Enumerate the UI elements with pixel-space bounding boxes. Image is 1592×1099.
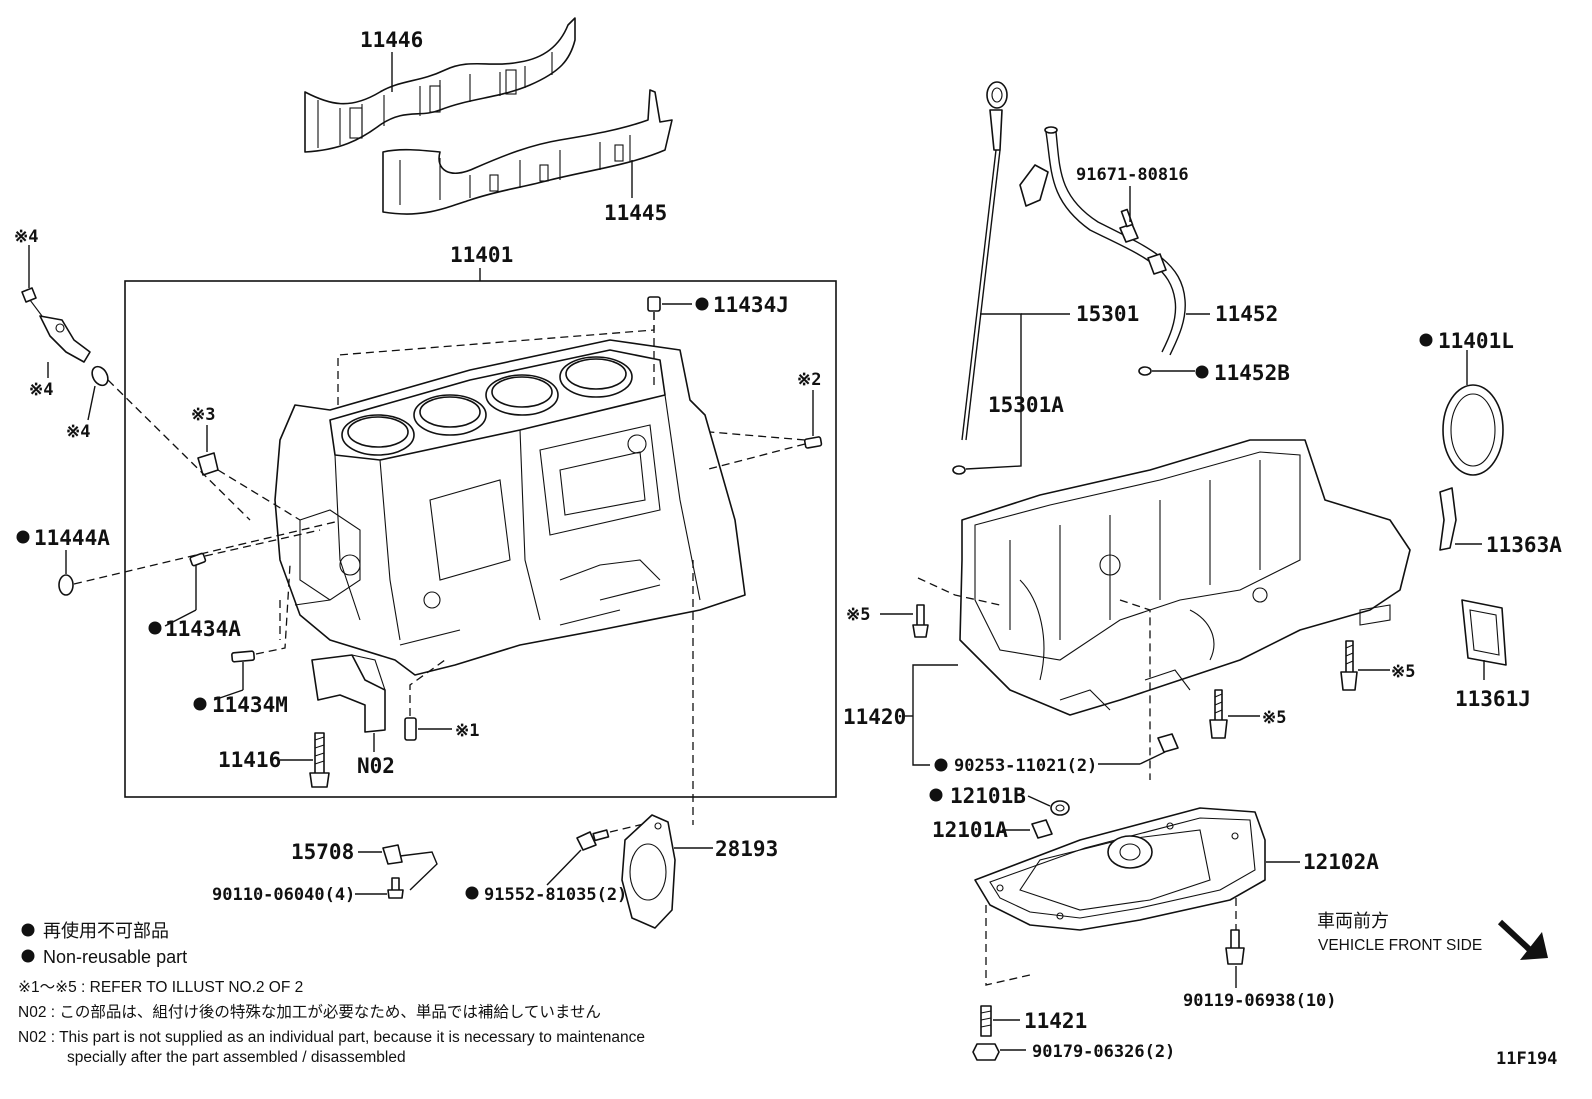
diagram-id: 11F194 bbox=[1496, 1049, 1557, 1069]
bolt-ref5a bbox=[912, 604, 929, 638]
label-90119: 90119-06938(10) bbox=[1183, 991, 1337, 1011]
plug-11434J bbox=[647, 296, 661, 312]
ref-3: ※3 bbox=[191, 405, 215, 425]
ref-4c: ※4 bbox=[66, 422, 90, 442]
label-11434A: 11434A bbox=[165, 617, 241, 641]
label-90179: 90179-06326(2) bbox=[1032, 1042, 1175, 1062]
label-15301: 15301 bbox=[1076, 302, 1139, 326]
oil-seal-11401L bbox=[1442, 384, 1504, 476]
pin-11434M bbox=[231, 650, 256, 663]
label-11434M: 11434M bbox=[212, 693, 288, 717]
ref-5a: ※5 bbox=[846, 605, 870, 625]
ref-5b: ※5 bbox=[1391, 662, 1415, 682]
label-11421: 11421 bbox=[1024, 1009, 1087, 1033]
bolt-91552 bbox=[576, 829, 610, 851]
pin-11434A bbox=[189, 552, 207, 567]
oil-pipe-15708 bbox=[382, 844, 438, 891]
gasket-28193 bbox=[621, 814, 676, 929]
bearing-cap-N02 bbox=[311, 654, 386, 733]
legend-n02-en-2: specially after the part assembled / dis… bbox=[67, 1049, 406, 1066]
label-15708: 15708 bbox=[291, 840, 354, 864]
o-ring-11444A bbox=[58, 574, 74, 596]
bolt-ref4 bbox=[21, 287, 43, 317]
legend-nonreusable-jp: 再使用不可部品 bbox=[43, 921, 169, 941]
label-11401L: 11401L bbox=[1438, 329, 1514, 353]
label-11401: 11401 bbox=[450, 243, 513, 267]
label-11452B: 11452B bbox=[1214, 361, 1290, 385]
label-90110: 90110-06040(4) bbox=[212, 885, 355, 905]
label-11361J: 11361J bbox=[1455, 687, 1531, 711]
ref-4a: ※4 bbox=[14, 227, 38, 247]
nut-90179 bbox=[972, 1043, 1000, 1061]
label-91552: 91552-81035(2) bbox=[484, 885, 627, 905]
cylinder-block bbox=[274, 339, 746, 676]
label-11363A: 11363A bbox=[1486, 533, 1562, 557]
bracket-11363A bbox=[1439, 487, 1457, 551]
label-11445: 11445 bbox=[604, 201, 667, 225]
insulator-11445 bbox=[382, 89, 673, 215]
bolt-91671 bbox=[1119, 208, 1139, 243]
front-side-label-en: VEHICLE FRONT SIDE bbox=[1318, 937, 1482, 954]
o-ring-15301A bbox=[952, 465, 966, 475]
ref-5c: ※5 bbox=[1262, 708, 1286, 728]
pin-ref2 bbox=[803, 436, 823, 449]
dipstick-guide-11452 bbox=[1019, 126, 1186, 356]
label-11452: 11452 bbox=[1215, 302, 1278, 326]
label-12102A: 12102A bbox=[1303, 850, 1379, 874]
o-ring-ref4 bbox=[91, 365, 109, 387]
bolt-90110 bbox=[387, 877, 404, 899]
legend-n02-en-1: N02 : This part is not supplied as an in… bbox=[18, 1029, 645, 1046]
front-side-label-jp: 車両前方 bbox=[1317, 911, 1389, 931]
bolt-11416 bbox=[309, 732, 330, 788]
oil-pan-12102A bbox=[974, 807, 1266, 931]
label-11420: 11420 bbox=[843, 705, 906, 729]
label-12101A: 12101A bbox=[932, 818, 1008, 842]
legend-refer: ※1～※5 : REFER TO ILLUST NO.2 OF 2 bbox=[18, 979, 303, 996]
nut-90253 bbox=[1157, 733, 1179, 753]
insulator-11446 bbox=[304, 17, 576, 153]
label-28193: 28193 bbox=[715, 837, 778, 861]
label-91671: 91671-80816 bbox=[1076, 165, 1189, 185]
oil-pan-upper-11420 bbox=[959, 439, 1411, 716]
pin-ref1 bbox=[404, 717, 417, 741]
label-N02: N02 bbox=[357, 754, 395, 778]
ref-4b: ※4 bbox=[29, 380, 53, 400]
cover-11361J bbox=[1461, 599, 1507, 666]
label-15301A: 15301A bbox=[988, 393, 1064, 417]
gasket-12101B bbox=[1050, 800, 1070, 816]
legend-n02-jp: N02 : この部品は、組付け後の特殊な加工が必要なため、単品では補給していませ… bbox=[18, 1003, 601, 1021]
bolt-90119 bbox=[1225, 929, 1245, 965]
ref-2: ※2 bbox=[797, 370, 821, 390]
label-11434J: 11434J bbox=[713, 293, 789, 317]
o-ring-11452B bbox=[1138, 366, 1152, 376]
oil-jet-ref4 bbox=[39, 315, 91, 363]
bolt-ref5c bbox=[1209, 689, 1228, 739]
label-12101B: 12101B bbox=[950, 784, 1026, 808]
label-11416: 11416 bbox=[218, 748, 281, 772]
stud-11421 bbox=[980, 1005, 992, 1037]
plug-12101A bbox=[1031, 819, 1053, 839]
front-arrow-icon bbox=[1497, 919, 1548, 960]
bolt-ref5b bbox=[1340, 640, 1358, 691]
legend-nonreusable-en: Non-reusable part bbox=[43, 947, 187, 967]
label-11446: 11446 bbox=[360, 28, 423, 52]
label-11444A: 11444A bbox=[34, 526, 110, 550]
label-90253: 90253-11021(2) bbox=[954, 756, 1097, 776]
dipstick-15301 bbox=[961, 81, 1008, 441]
ref-1: ※1 bbox=[455, 721, 479, 741]
